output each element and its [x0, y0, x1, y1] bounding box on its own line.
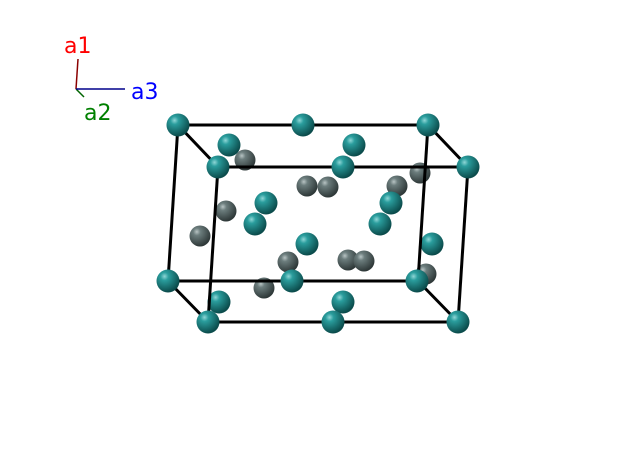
teal-atom[interactable]: [331, 290, 355, 314]
teal-atom[interactable]: [291, 113, 315, 137]
teal-atom[interactable]: [368, 212, 392, 236]
gray-atom[interactable]: [215, 200, 237, 222]
teal-atom[interactable]: [295, 232, 319, 256]
cell-edge: [416, 124, 430, 282]
teal-atom[interactable]: [321, 310, 345, 334]
a1-axis-line: [75, 58, 79, 90]
cell-edge: [206, 166, 220, 323]
gray-atom[interactable]: [277, 251, 299, 273]
teal-atom[interactable]: [206, 155, 230, 179]
teal-atom[interactable]: [456, 155, 480, 179]
gray-atom[interactable]: [234, 149, 256, 171]
teal-atom[interactable]: [342, 133, 366, 157]
gray-atom[interactable]: [317, 176, 339, 198]
a2-axis-line: [75, 88, 85, 98]
a3-label: a3: [131, 80, 158, 105]
gray-atom[interactable]: [337, 249, 359, 271]
teal-atom[interactable]: [416, 113, 440, 137]
gray-atom[interactable]: [253, 277, 275, 299]
teal-atom[interactable]: [420, 232, 444, 256]
back-atoms: [189, 133, 444, 314]
teal-atom[interactable]: [196, 310, 220, 334]
axis-indicator: a1 a2 a3: [64, 34, 158, 126]
teal-atom[interactable]: [217, 133, 241, 157]
gray-atom[interactable]: [353, 250, 375, 272]
teal-atom[interactable]: [254, 191, 278, 215]
gray-atom[interactable]: [189, 225, 211, 247]
gray-atom[interactable]: [386, 175, 408, 197]
teal-atom[interactable]: [379, 191, 403, 215]
teal-atom[interactable]: [207, 290, 231, 314]
front-atoms: [156, 113, 480, 334]
teal-atom[interactable]: [166, 113, 190, 137]
gray-atom[interactable]: [296, 175, 318, 197]
cell-edge: [166, 124, 180, 282]
teal-atom[interactable]: [331, 155, 355, 179]
cell-edge: [456, 166, 470, 323]
a2-label: a2: [84, 101, 111, 126]
teal-atom[interactable]: [280, 269, 304, 293]
a1-label: a1: [64, 34, 91, 59]
teal-atom[interactable]: [243, 212, 267, 236]
teal-atom[interactable]: [446, 310, 470, 334]
teal-atom[interactable]: [156, 269, 180, 293]
teal-atom[interactable]: [405, 269, 429, 293]
